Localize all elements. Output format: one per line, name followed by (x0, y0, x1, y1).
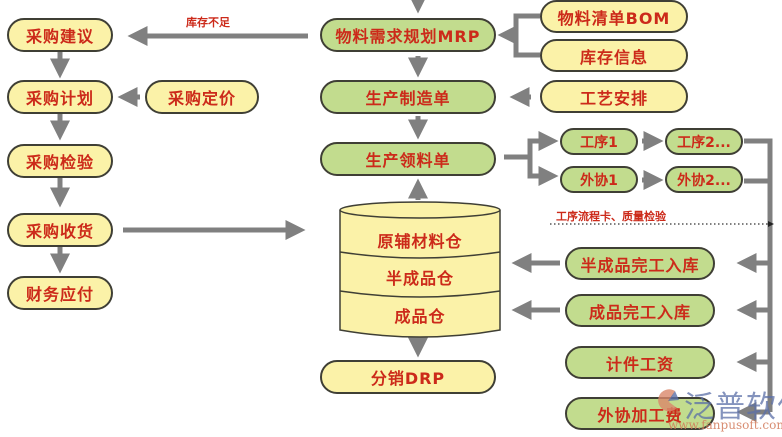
outsource-2-label: 外协2... (677, 172, 731, 189)
outsource-1-label: 外协1 (580, 172, 618, 189)
inventory-info-label: 库存信息 (579, 47, 648, 67)
semi-finished-warehouse[interactable]: 半成品仓 (385, 269, 454, 288)
inventory-info-node[interactable]: 库存信息 (540, 39, 688, 72)
bom-label: 物料清单BOM (557, 8, 671, 28)
purchase-pricing-node[interactable]: 采购定价 (145, 80, 259, 114)
mrp-node[interactable]: 物料需求规划MRP (320, 18, 496, 52)
material-requisition-node[interactable]: 生产领料单 (320, 142, 496, 176)
process-plan-label: 工艺安排 (579, 88, 648, 108)
process-step-2-label: 工序2... (677, 134, 731, 151)
material-requisition-label: 生产领料单 (365, 151, 451, 170)
piece-wage-node[interactable]: 计件工资 (565, 346, 715, 379)
purchase-receiving-label: 采购收货 (25, 222, 94, 241)
raw-material-warehouse[interactable]: 原辅材料仓 (377, 232, 463, 251)
distribution-drp-node[interactable]: 分销DRP (320, 360, 496, 394)
finance-payable-node[interactable]: 财务应付 (7, 276, 113, 310)
watermark-url: www.fanpusoft.com (668, 418, 782, 432)
watermark-brand: 泛普软件 (684, 390, 782, 425)
purchase-plan-label: 采购计划 (25, 89, 94, 108)
dotted-arrowhead (768, 221, 774, 227)
bom-node[interactable]: 物料清单BOM (540, 0, 688, 33)
semi-finished-in-node[interactable]: 半成品完工入库 (565, 247, 715, 280)
production-order-node[interactable]: 生产制造单 (320, 80, 496, 114)
purchase-inspection-node[interactable]: 采购检验 (7, 144, 113, 178)
purchase-receiving-node[interactable]: 采购收货 (7, 213, 113, 247)
finished-goods-warehouse[interactable]: 成品仓 (394, 307, 446, 326)
watermark-logo-icon (658, 389, 679, 412)
purchase-inspection-label: 采购检验 (25, 153, 94, 172)
production-order-label: 生产制造单 (365, 89, 451, 108)
outsource-2-node[interactable]: 外协2... (665, 166, 743, 193)
purchase-pricing-label: 采购定价 (167, 89, 236, 108)
outsource-fee-node[interactable]: 外协加工费 (565, 397, 715, 430)
finished-in-node[interactable]: 成品完工入库 (565, 294, 715, 327)
process-step-1-label: 工序1 (580, 134, 618, 151)
bus-step2 (744, 138, 773, 412)
outsource-1-node[interactable]: 外协1 (560, 166, 638, 193)
shortage-annotation: 库存不足 (186, 16, 230, 29)
outsource-fee-label: 外协加工费 (597, 405, 683, 425)
process-plan-node[interactable]: 工艺安排 (540, 80, 688, 113)
process-step-2-node[interactable]: 工序2... (665, 128, 743, 155)
route-card-annotation: 工序流程卡、质量检验 (556, 210, 666, 223)
finance-payable-label: 财务应付 (25, 285, 94, 304)
fork-branches (527, 138, 545, 179)
purchase-suggestion-label: 采购建议 (25, 27, 94, 46)
purchase-plan-node[interactable]: 采购计划 (7, 80, 113, 114)
warehouse-cylinder (339, 201, 501, 338)
process-step-1-node[interactable]: 工序1 (560, 128, 638, 155)
distribution-drp-label: 分销DRP (370, 369, 446, 388)
mrp-label: 物料需求规划MRP (335, 27, 481, 46)
semi-finished-in-label: 半成品完工入库 (580, 255, 700, 275)
purchase-suggestion-node[interactable]: 采购建议 (7, 18, 113, 52)
piece-wage-label: 计件工资 (605, 354, 674, 374)
bracket-bom-inventory (513, 13, 540, 58)
finished-in-label: 成品完工入库 (588, 302, 691, 322)
